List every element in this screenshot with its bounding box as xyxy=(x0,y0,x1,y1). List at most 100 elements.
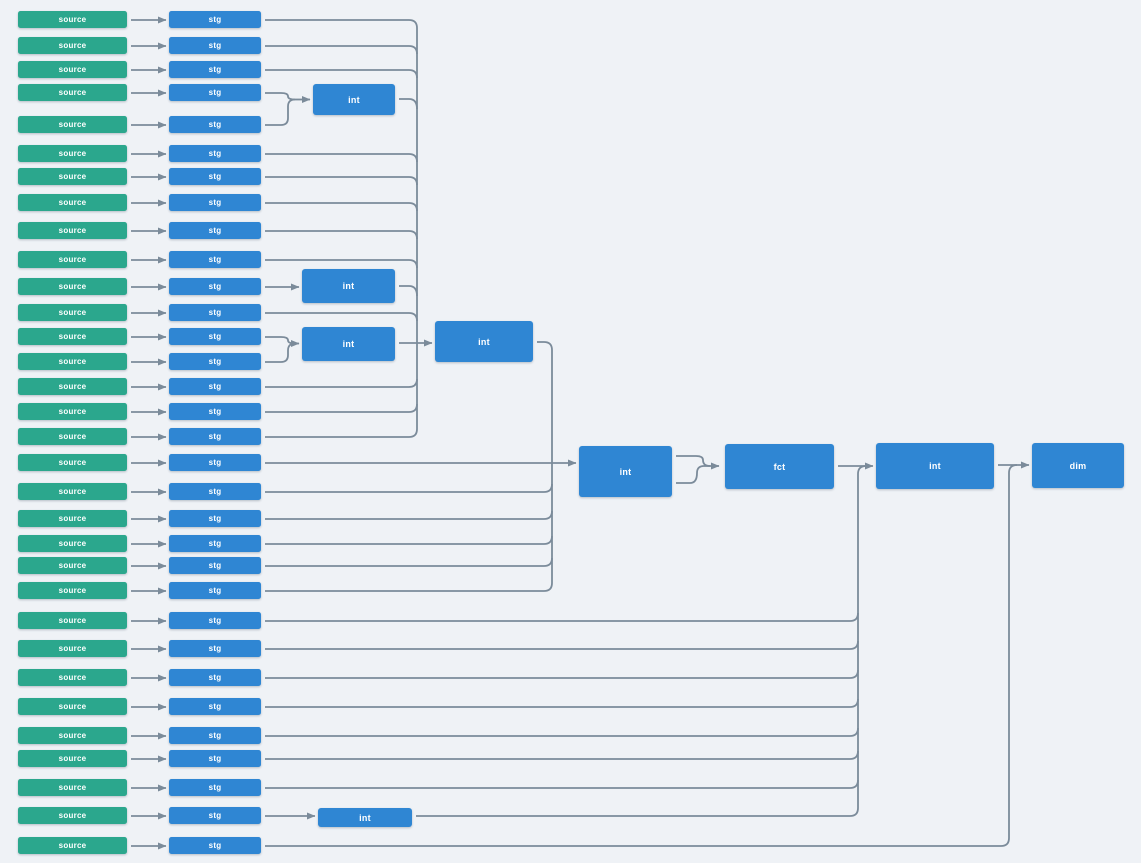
node-label: stg xyxy=(208,198,222,207)
source-node[interactable]: source xyxy=(18,428,127,445)
source-node[interactable]: source xyxy=(18,807,127,824)
node-label: source xyxy=(58,673,87,682)
stg-node[interactable]: stg xyxy=(169,61,261,78)
int-node[interactable]: int xyxy=(435,321,533,362)
node-label: int xyxy=(359,812,371,823)
stg-node[interactable]: stg xyxy=(169,251,261,268)
int-node[interactable]: int xyxy=(302,269,395,303)
source-node[interactable]: source xyxy=(18,168,127,185)
stg-node[interactable]: stg xyxy=(169,222,261,239)
stg-node[interactable]: stg xyxy=(169,483,261,500)
int-node[interactable]: int xyxy=(318,808,412,827)
source-node[interactable]: source xyxy=(18,727,127,744)
stg-node[interactable]: stg xyxy=(169,750,261,767)
int-node[interactable]: int xyxy=(579,446,672,497)
source-node[interactable]: source xyxy=(18,750,127,767)
source-node[interactable]: source xyxy=(18,84,127,101)
stg-node[interactable]: stg xyxy=(169,807,261,824)
stg-node[interactable]: stg xyxy=(169,428,261,445)
stg-node[interactable]: stg xyxy=(169,378,261,395)
stg-node[interactable]: stg xyxy=(169,557,261,574)
stg-node[interactable]: stg xyxy=(169,116,261,133)
source-node[interactable]: source xyxy=(18,779,127,796)
node-label: source xyxy=(58,282,87,291)
stg-node[interactable]: stg xyxy=(169,403,261,420)
stg-node[interactable]: stg xyxy=(169,11,261,28)
fct-node[interactable]: fct xyxy=(725,444,834,489)
source-node[interactable]: source xyxy=(18,222,127,239)
stg-node[interactable]: stg xyxy=(169,510,261,527)
stg-node[interactable]: stg xyxy=(169,669,261,686)
node-label: source xyxy=(58,841,87,850)
source-node[interactable]: source xyxy=(18,640,127,657)
node-label: source xyxy=(58,15,87,24)
node-label: stg xyxy=(208,172,222,181)
int-node[interactable]: int xyxy=(302,327,395,361)
stg-node[interactable]: stg xyxy=(169,278,261,295)
stg-node[interactable]: stg xyxy=(169,837,261,854)
source-node[interactable]: source xyxy=(18,582,127,599)
source-node[interactable]: source xyxy=(18,403,127,420)
int-node[interactable]: int xyxy=(876,443,994,489)
source-node[interactable]: source xyxy=(18,328,127,345)
source-node[interactable]: source xyxy=(18,145,127,162)
stg-node[interactable]: stg xyxy=(169,640,261,657)
node-label: stg xyxy=(208,754,222,763)
source-node[interactable]: source xyxy=(18,278,127,295)
stg-node[interactable]: stg xyxy=(169,84,261,101)
node-label: source xyxy=(58,644,87,653)
stg-node[interactable]: stg xyxy=(169,328,261,345)
node-label: stg xyxy=(208,561,222,570)
stg-node[interactable]: stg xyxy=(169,353,261,370)
stg-node[interactable]: stg xyxy=(169,535,261,552)
node-label: stg xyxy=(208,783,222,792)
source-node[interactable]: source xyxy=(18,454,127,471)
source-node[interactable]: source xyxy=(18,304,127,321)
source-node[interactable]: source xyxy=(18,669,127,686)
node-label: source xyxy=(58,586,87,595)
source-node[interactable]: source xyxy=(18,612,127,629)
source-node[interactable]: source xyxy=(18,353,127,370)
node-label: source xyxy=(58,754,87,763)
stg-node[interactable]: stg xyxy=(169,168,261,185)
node-label: stg xyxy=(208,15,222,24)
source-node[interactable]: source xyxy=(18,61,127,78)
node-label: stg xyxy=(208,255,222,264)
source-node[interactable]: source xyxy=(18,194,127,211)
node-label: stg xyxy=(208,41,222,50)
source-node[interactable]: source xyxy=(18,116,127,133)
source-node[interactable]: source xyxy=(18,483,127,500)
source-node[interactable]: source xyxy=(18,378,127,395)
source-node[interactable]: source xyxy=(18,37,127,54)
stg-node[interactable]: stg xyxy=(169,194,261,211)
node-label: stg xyxy=(208,282,222,291)
stg-node[interactable]: stg xyxy=(169,145,261,162)
node-label: source xyxy=(58,702,87,711)
stg-node[interactable]: stg xyxy=(169,37,261,54)
source-node[interactable]: source xyxy=(18,11,127,28)
stg-node[interactable]: stg xyxy=(169,454,261,471)
stg-node[interactable]: stg xyxy=(169,582,261,599)
stg-node[interactable]: stg xyxy=(169,727,261,744)
node-label: source xyxy=(58,226,87,235)
node-label: source xyxy=(58,120,87,129)
stg-node[interactable]: stg xyxy=(169,612,261,629)
node-label: source xyxy=(58,407,87,416)
node-label: source xyxy=(58,357,87,366)
source-node[interactable]: source xyxy=(18,837,127,854)
node-label: stg xyxy=(208,357,222,366)
source-node[interactable]: source xyxy=(18,251,127,268)
stg-node[interactable]: stg xyxy=(169,779,261,796)
node-label: stg xyxy=(208,432,222,441)
source-node[interactable]: source xyxy=(18,510,127,527)
node-label: source xyxy=(58,783,87,792)
node-label: int xyxy=(342,281,355,291)
int-node[interactable]: int xyxy=(313,84,395,115)
stg-node[interactable]: stg xyxy=(169,698,261,715)
stg-node[interactable]: stg xyxy=(169,304,261,321)
node-label: stg xyxy=(208,308,222,317)
source-node[interactable]: source xyxy=(18,698,127,715)
dim-node[interactable]: dim xyxy=(1032,443,1124,488)
source-node[interactable]: source xyxy=(18,557,127,574)
source-node[interactable]: source xyxy=(18,535,127,552)
